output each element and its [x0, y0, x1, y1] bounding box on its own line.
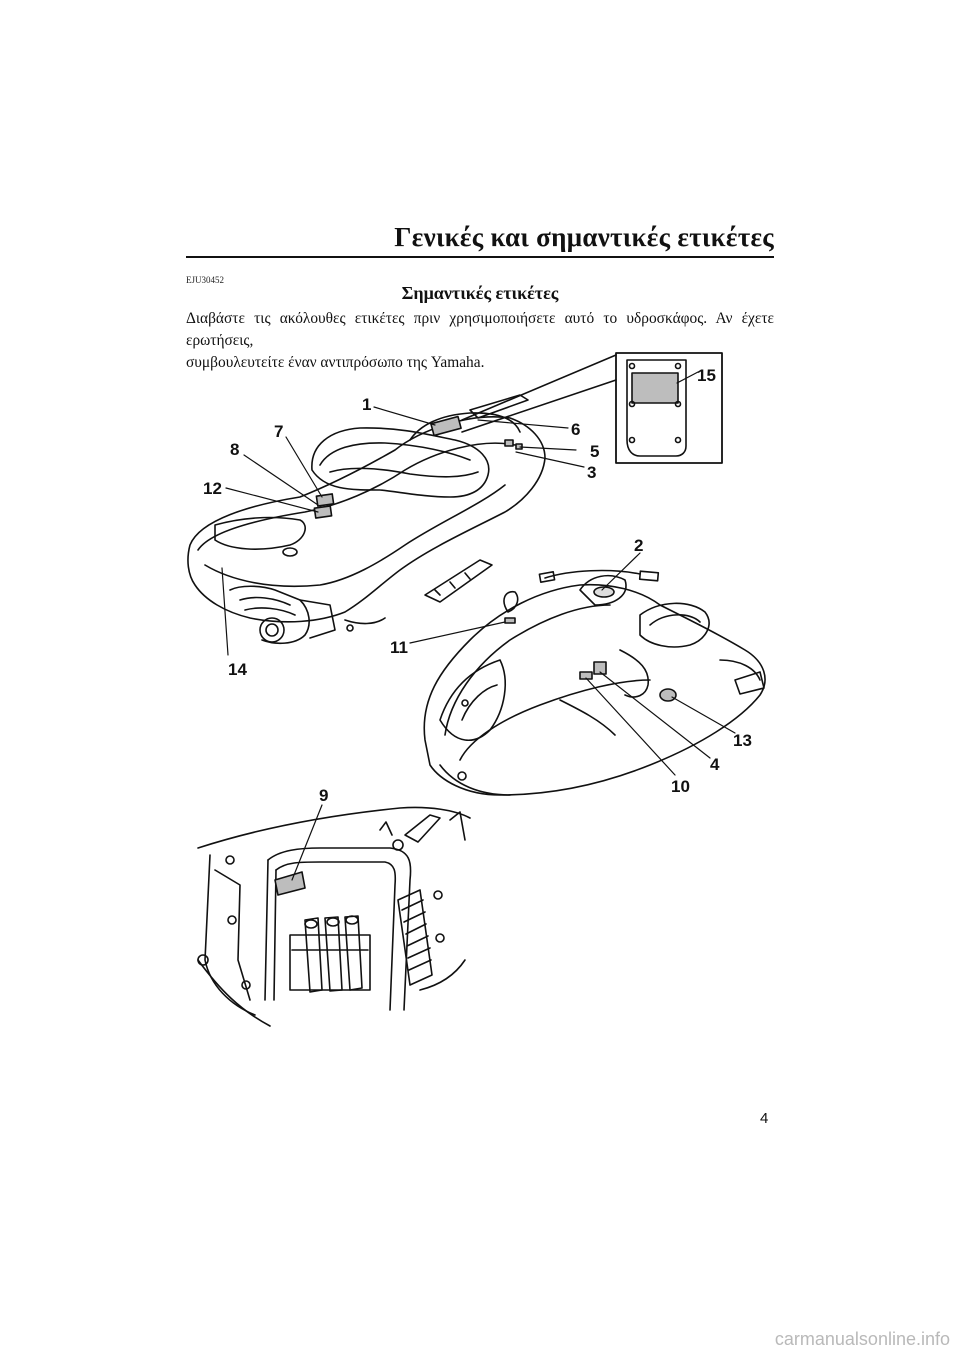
- leader-lines: [221, 406, 736, 881]
- intro-line-1: Διαβάστε τις ακόλουθες ετικέτες πριν χρη…: [186, 310, 774, 349]
- section-title: Σημαντικές ετικέτες: [401, 283, 559, 303]
- label-detail-inset-icon: [461, 352, 723, 464]
- storage-compartment-view-icon: [197, 806, 471, 1027]
- callout-numbers: 1 2 3 4 5 6 7 8 9 10 11 12 13 14 15: [203, 366, 752, 805]
- callout-5: 5: [590, 442, 599, 461]
- site-watermark: carmanualsonline.info: [774, 1329, 950, 1349]
- header-rule: [186, 256, 774, 258]
- callout-11: 11: [390, 638, 408, 657]
- callout-10: 10: [671, 777, 690, 796]
- callout-6: 6: [571, 420, 580, 439]
- watercraft-front-view-icon: [423, 569, 766, 796]
- callout-13: 13: [733, 731, 752, 750]
- callout-3: 3: [587, 463, 596, 482]
- page-header-title: Γενικές και σημαντικές ετικέτες: [394, 222, 774, 252]
- page-number: 4: [760, 1110, 769, 1127]
- reference-code: EJU30452: [186, 275, 224, 285]
- callout-15: 15: [697, 366, 716, 385]
- callout-1: 1: [362, 395, 371, 414]
- callout-9: 9: [319, 786, 328, 805]
- intro-paragraph: Διαβάστε τις ακόλουθες ετικέτες πριν χρη…: [186, 308, 774, 374]
- watercraft-rear-view-icon: [187, 394, 546, 645]
- callout-12: 12: [203, 479, 222, 498]
- callout-2: 2: [634, 536, 643, 555]
- callout-14: 14: [228, 660, 247, 679]
- callout-4: 4: [710, 755, 720, 774]
- intro-line-2: συμβουλευτείτε έναν αντιπρόσωπο της Yama…: [186, 354, 485, 371]
- callout-7: 7: [274, 422, 283, 441]
- callout-8: 8: [230, 440, 239, 459]
